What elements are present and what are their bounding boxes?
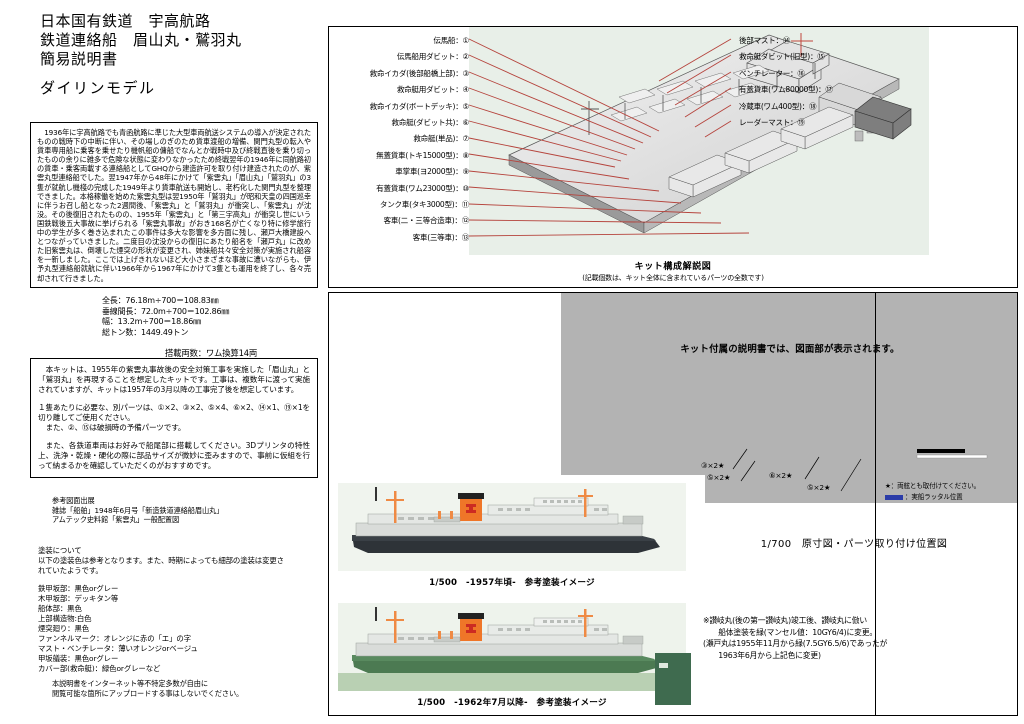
part-label: レーダーマスト：⑲ (739, 118, 805, 128)
legend-swatch-line: ：実船ラッタル位置 (885, 492, 980, 503)
part-label: 有蓋貨車(ワム23000型)：⑩ (376, 183, 469, 193)
disclaimer-line-1: 本説明書をインターネット等不特定多数が自由に (52, 679, 208, 688)
paint-item: 船体部：黒色 (38, 604, 82, 614)
painting-note-2: れていたようです。 (38, 565, 103, 575)
brand-name: ダイリンモデル (40, 79, 156, 97)
plan-leader-lines (732, 448, 988, 492)
ship-profile-svg-1957 (338, 483, 686, 571)
green-note-line-4: 1963年6月から上記色に変更) (703, 650, 821, 660)
lower-diagram-panel: キット付属の説明書では、図面部が表示されます。 (328, 292, 1018, 716)
spec-item: 総トン数：1449.49トン (102, 327, 189, 337)
legend-swatch-text: ：実船ラッタル位置 (905, 493, 963, 501)
kit-note-1: 本キットは、1955年の紫雲丸事故後の安全対策工事を実施した「眉山丸」と「鷲羽丸… (38, 365, 310, 394)
part-label: 車掌車(ヨ2000型)：⑨ (395, 167, 469, 177)
specs-list: 全長：76.18m÷700＝108.83㎜ 垂線間長：72.0m÷700＝102… (30, 296, 318, 338)
kit-note-2: １隻あたりに必要な、別パーツは、①×2、③×2、⑤×4、⑥×2、⑭×1、⑲×1を… (38, 403, 310, 422)
kit-parts-diagram-panel: 伝馬船：① 伝馬船用ダビット：② 救命イカダ(後部船橋上部)：③ 救命艇用ダビッ… (328, 26, 1018, 288)
part-label: 救命艇(単品)：⑦ (413, 134, 469, 144)
ship-illustration-frame (338, 603, 686, 691)
right-column: 伝馬船：① 伝馬船用ダビット：② 救命イカダ(後部船橋上部)：③ 救命艇用ダビッ… (328, 0, 1024, 724)
paint-item: 木甲坂部：デッキタン等 (38, 594, 119, 604)
paint-item: カバー部(救命艇)：緑色orグレーなど (38, 663, 161, 673)
ship-caption-1962: 1/500 -1962年7月以降- 参考塗装イメージ (417, 698, 607, 708)
paint-item: マスト・ベンチレータ：薄いオレンジorベージュ (38, 643, 198, 653)
kit-note-3: また、②、⑮は破損時の予備パーツです。 (45, 423, 186, 432)
green-note-line-1: ※讃岐丸(後の第一讃岐丸)竣工後、讃岐丸に倣い (703, 616, 867, 625)
ladder-color-swatch (885, 494, 903, 500)
spec-item: 幅：13.2m÷700＝18.86㎜ (102, 317, 201, 327)
references-title: 参考図面出展 (52, 496, 95, 505)
part-label: タンク車(タキ3000型)：⑪ (379, 200, 469, 210)
part-label: 救命艇ダビット(旧型)：⑮ (739, 52, 825, 62)
kit-caption-main: キット構成解説図 (634, 262, 712, 272)
reference-item: アムテック史料館「紫雲丸」一般配置図 (52, 515, 180, 525)
gray-placeholder-strip (705, 475, 1017, 503)
paint-item: 甲坂艤装：黒色orグレー (38, 653, 119, 663)
painting-title: 塗装について (38, 546, 82, 555)
part-label: 冷蔵車(ワム400型)：⑱ (739, 101, 817, 111)
ship-profile-1962: 1/500 -1962年7月以降- 参考塗装イメージ (338, 603, 686, 708)
green-note-line-2: 船体塗装を緑(マンセル値：10GY6/4)に変更。 (703, 627, 877, 637)
spec-item: 全長：76.18m÷700＝108.83㎜ (102, 296, 219, 305)
plan-mark: ⑤×2★ (707, 473, 731, 482)
plan-legend: ★：両舷とも取付けてください。 ：実船ラッタル位置 (885, 481, 980, 503)
paint-item: ファンネルマーク：オレンジに赤の「エ」の字 (38, 633, 191, 643)
green-hull-note: ※讃岐丸(後の第一讃岐丸)竣工後、讃岐丸に倣い 船体塗装を緑(マンセル値：10G… (703, 615, 1003, 661)
gray-placeholder-text: キット付属の説明書では、図面部が表示されます。 (680, 344, 900, 355)
part-label: ベンチレーター：⑯ (739, 68, 805, 78)
panel-divider (875, 293, 876, 715)
plan-mark: ③×2★ (701, 461, 725, 470)
kit-note-4: また、各鉄道車両はお好みで船尾部に搭載してください。3Dプリンタの特性上、洗浄・… (38, 441, 310, 470)
kit-notes-box: 本キットは、1955年の紫雲丸事故後の安全対策工事を実施した「眉山丸」と「鷲羽丸… (30, 358, 318, 478)
history-text-box: 1936年に宇高航路でも青函航路に準じた大型車両航送システムの導入が決定されたも… (30, 122, 318, 288)
part-label: 伝馬船用ダビット：② (396, 52, 469, 62)
green-note-line-3: (瀬戸丸は1955年11月から緑(7.5GY6.5/6)であったが (703, 639, 888, 649)
ship-illustration-frame (338, 483, 686, 571)
spec-car-capacity: 搭載両数：ワム換算14両 (165, 348, 258, 359)
plan-mark: ⑥×2★ (769, 471, 793, 480)
painting-guide: 塗装について 以下の塗装色は参考となります。また、時期によっても細部の塗装は変更… (38, 546, 318, 674)
plan-placement-area: ③×2★ ⑤×2★ ⑥×2★ ⑤×2★ ★：両舷とも取付けてください。 ：実船ラ… (689, 443, 1017, 561)
part-label: 無蓋貨車(トキ15000型)：⑧ (376, 150, 469, 160)
part-label: 有蓋貨車(ワム80000型)：⑰ (739, 85, 833, 95)
part-label: 後部マスト：⑭ (739, 36, 791, 45)
part-label: 客車(二・三等合造車)：⑫ (383, 216, 469, 226)
ship-profile-1957: 1/500 -1957年頃- 参考塗装イメージ (338, 483, 686, 588)
reference-item: 雑誌「船舶」1948年6月号「新造鉄道連絡船眉山丸」 (52, 505, 224, 515)
painting-note-1: 以下の塗装色は参考となります。また、時期によっても細部の塗装は変更さ (38, 555, 284, 565)
title-line-3: 簡易説明書 (40, 50, 118, 68)
legend-star-line: ★：両舷とも取付けてください。 (885, 482, 981, 490)
kit-diagram-caption: キット構成解説図 (記載個数は、キット全体に含まれているパーツの全数です) (329, 259, 1017, 283)
history-paragraph: 1936年に宇高航路でも青函航路に準じた大型車両航送システムの導入が決定されたも… (37, 128, 311, 283)
disclaimer-line-2: 閲覧可能な箇所にアップロードする事はしないでください。 (52, 688, 244, 698)
part-label: 救命艇(ダビット共)：⑥ (391, 118, 470, 128)
part-label: 救命イカダ(後部船橋上部)：③ (369, 68, 470, 78)
paint-item: 鉄甲坂部：黒色orグレー (38, 584, 119, 594)
title-line-2: 鉄道連絡船 眉山丸・鷲羽丸 (40, 31, 242, 49)
references-block: 参考図面出展 雑誌「船舶」1948年6月号「新造鉄道連絡船眉山丸」 アムテック史… (52, 496, 322, 525)
gray-placeholder-panel: キット付属の説明書では、図面部が表示されます。 (561, 293, 1017, 475)
title-block: 日本国有鉄道 宇高航路 鉄道連絡船 眉山丸・鷲羽丸 簡易説明書 ダイリンモデル (40, 12, 320, 98)
plan-mark: ⑤×2★ (807, 483, 831, 492)
painting-color-list: 鉄甲坂部：黒色orグレー 木甲坂部：デッキタン等 船体部：黒色 上部構造物:白色… (38, 584, 318, 673)
ship-caption-1957: 1/500 -1957年頃- 参考塗装イメージ (429, 578, 595, 588)
title-line-1: 日本国有鉄道 宇高航路 (40, 12, 211, 30)
left-column: 日本国有鉄道 宇高航路 鉄道連絡船 眉山丸・鷲羽丸 簡易説明書 ダイリンモデル … (0, 0, 325, 724)
part-label: 救命艇用ダビット：④ (396, 85, 469, 95)
part-label: 救命イカダ(ボートデッキ)：⑤ (369, 101, 470, 111)
parts-list-right: 後部マスト：⑭ 救命艇ダビット(旧型)：⑮ ベンチレーター：⑯ 有蓋貨車(ワム8… (731, 33, 981, 131)
paint-item: 煙突廻り：黒色 (38, 624, 90, 634)
part-label: 客車(三等車)：⑬ (412, 232, 470, 242)
specifications: 全長：76.18m÷700＝108.83㎜ 垂線間長：72.0m÷700＝102… (30, 296, 318, 359)
kit-caption-sub: (記載個数は、キット全体に含まれているパーツの全数です) (582, 274, 764, 282)
ship-profile-svg-1962 (338, 603, 686, 691)
upload-disclaimer: 本説明書をインターネット等不特定多数が自由に 閲覧可能な箇所にアップロードする事… (52, 679, 322, 698)
spec-item: 垂線間長：72.0m÷700＝102.86㎜ (102, 306, 230, 316)
paint-item: 上部構造物:白色 (38, 614, 92, 624)
plan-caption: 1/700 原寸図・パーツ取り付け位置図 (760, 539, 948, 550)
part-label: 伝馬船：① (433, 36, 469, 45)
parts-list-left: 伝馬船：① 伝馬船用ダビット：② 救命イカダ(後部船橋上部)：③ 救命艇用ダビッ… (329, 33, 470, 246)
hull-color-sample (655, 653, 691, 705)
